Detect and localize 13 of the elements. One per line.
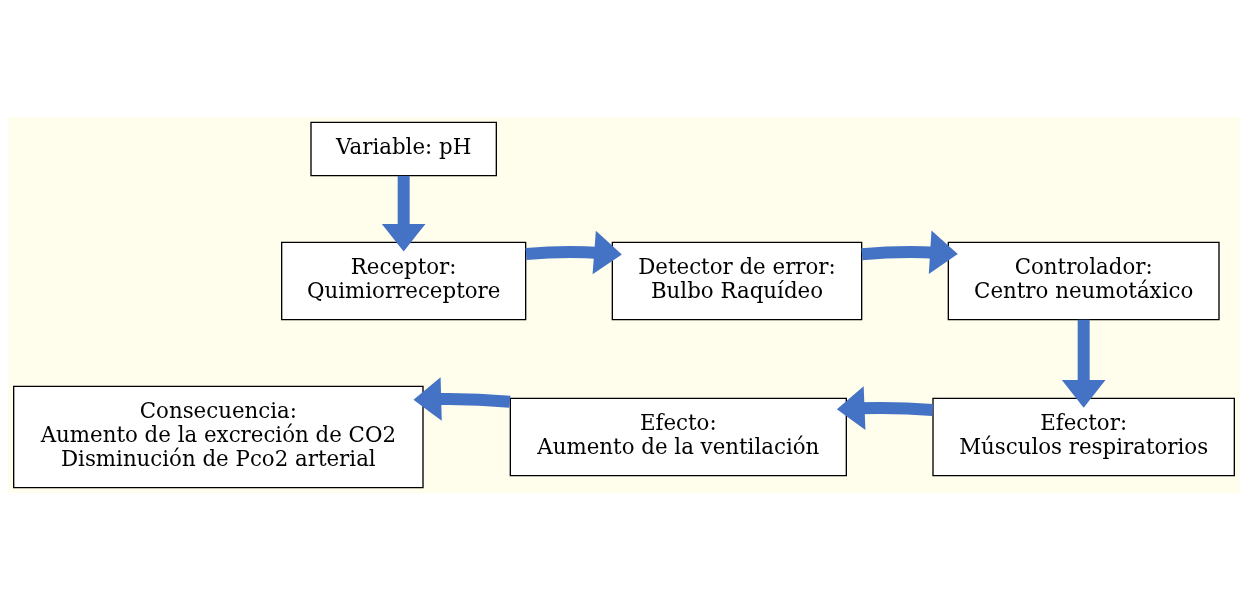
arrow [1061,319,1106,408]
arrow [861,230,958,275]
node-box: Detector de error: Bulbo Raquídeo [611,241,863,321]
node-box: Variable: pH [310,121,497,177]
node-box: Consecuencia: Aumento de la excreción de CO2 Disminución de Pco2 arterial [13,385,424,489]
arrow [381,175,426,252]
arrow [525,230,622,275]
arrow [836,386,934,430]
node-box: Efecto: Aumento de la ventilación [509,397,847,477]
node-box: Efector: Músculos respiratorios [932,397,1235,477]
node-box: Receptor: Quimiorreceptore [281,241,527,321]
node-box: Controlador: Centro neumotáxico [947,241,1220,321]
arrow [413,377,511,421]
